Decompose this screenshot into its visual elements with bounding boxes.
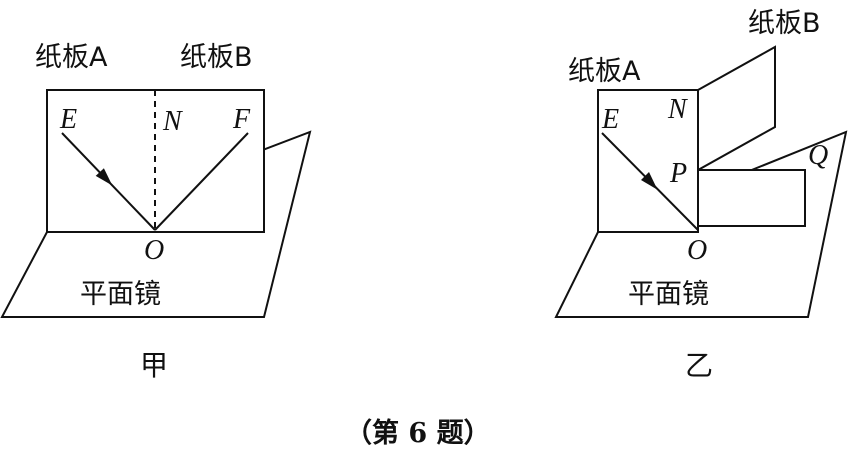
- board-a-label-right: 纸板A: [568, 56, 641, 87]
- paper-board-b-lower: [697, 169, 806, 227]
- point-p-label-right: P: [669, 158, 687, 189]
- point-o-label-right: O: [687, 235, 707, 266]
- point-n-label-right: N: [667, 94, 688, 125]
- question-number-label: （第 6 题）: [345, 417, 491, 449]
- caption-yi: 乙: [685, 349, 713, 382]
- board-b-label-left: 纸板B: [180, 42, 253, 73]
- mirror-label-right: 平面镜: [628, 279, 709, 310]
- incident-arrow-right: [641, 172, 658, 190]
- point-o-label-left: O: [144, 235, 164, 266]
- point-n-label-left: N: [162, 106, 183, 137]
- point-f-label-left: F: [232, 104, 251, 135]
- figure-jia: 纸板A 纸板B E N F O 平面镜 甲: [0, 42, 312, 382]
- point-q-label-right: Q: [808, 140, 828, 171]
- board-a-label-left: 纸板A: [35, 42, 108, 73]
- mirror-label-left: 平面镜: [80, 279, 161, 310]
- reflected-arrow-left: [196, 169, 213, 185]
- paper-board-b-upper: [697, 45, 776, 172]
- incident-arrow-left: [95, 168, 113, 186]
- point-e-label-left: E: [59, 104, 77, 135]
- caption-jia: 甲: [140, 349, 168, 382]
- board-b-label-right: 纸板B: [748, 8, 821, 39]
- reflected-ray-left: [154, 132, 249, 231]
- point-e-label-right: E: [601, 104, 619, 135]
- figure-yi: 纸板A 纸板B E N P Q O 平面镜 乙: [554, 8, 848, 382]
